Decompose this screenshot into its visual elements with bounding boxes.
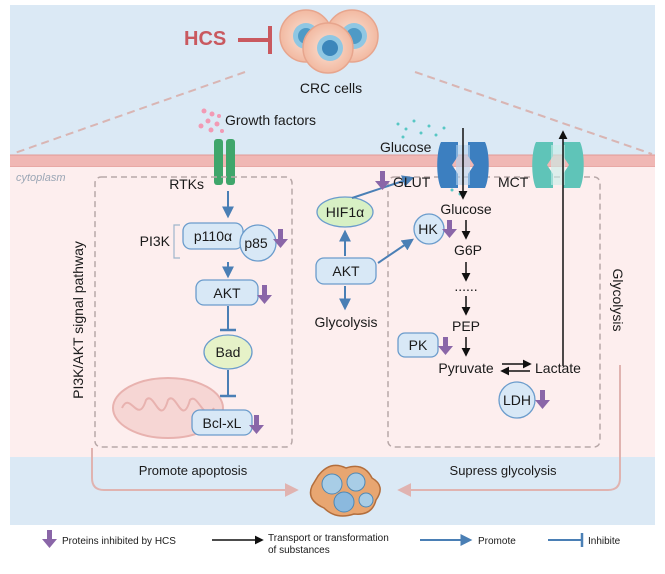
akt-inhibited-icon	[257, 285, 272, 304]
hk-label: HK	[418, 221, 438, 237]
glucose-inside-label: Glucose	[440, 201, 492, 217]
glucose-outside-label: Glucose	[380, 139, 432, 155]
cell-membrane	[10, 155, 655, 167]
g6p-label: G6P	[454, 242, 482, 258]
pi3k-bracket	[173, 224, 180, 259]
inhibit-akt-to-bad	[220, 306, 236, 332]
pep-label: PEP	[452, 318, 480, 334]
pi3k-pathway-box	[94, 176, 293, 448]
akt-label-middle: AKT	[332, 263, 360, 279]
bclxl-inhibited-icon	[249, 415, 264, 434]
cytoplasm-label: cytoplasm	[16, 172, 66, 184]
suppress-glycolysis-label: Supress glycolysis	[450, 463, 557, 478]
glut-inhibited-icon	[375, 171, 390, 190]
hif1a-label: HIF1α	[326, 204, 364, 220]
hcs-inhibit-icon	[238, 26, 272, 54]
legend-inhibit-label: Inhibite	[588, 536, 621, 547]
p85-inhibited-icon	[273, 229, 288, 248]
ldh-inhibited-icon	[535, 390, 550, 409]
p110-label: p110α	[194, 228, 232, 244]
arrow-suppress-glycolysis	[397, 365, 621, 497]
bclxl-node	[191, 409, 253, 436]
dots-label: ......	[454, 278, 477, 294]
pi3k-akt-side-label: PI3K/AKT signal pathway	[70, 241, 86, 399]
glycolysis-pathway-box	[387, 176, 601, 448]
arrow-akt-to-hk	[377, 238, 414, 264]
glut-transporter-icon	[437, 142, 489, 188]
pk-inhibited-icon	[438, 337, 453, 355]
legend-inhibit-icon	[548, 533, 584, 547]
p85-node	[239, 224, 277, 262]
bad-node	[203, 334, 253, 370]
growth-factors-label: Growth factors	[225, 112, 316, 128]
legend-transport-line2: of substances	[268, 545, 330, 556]
bad-label: Bad	[216, 344, 241, 360]
ldh-label: LDH	[503, 392, 531, 408]
p85-label: p85	[244, 235, 268, 251]
arrow-promote-apoptosis	[91, 448, 299, 497]
inhibit-bad-to-bclxl	[220, 370, 236, 398]
legend-transport-line1: Transport or transformation	[268, 533, 389, 544]
glycolysis-side-label: Glycolysis	[610, 268, 626, 331]
promote-apoptosis-label: Promote apoptosis	[139, 463, 248, 478]
legend-promote-label: Promote	[478, 536, 516, 547]
mct-transporter-icon	[532, 142, 584, 188]
hif1a-node	[316, 196, 374, 228]
pk-label: PK	[409, 337, 428, 353]
lactate-label: Lactate	[535, 360, 581, 376]
crc-cells-icon	[279, 9, 379, 74]
crc-cells-label: CRC cells	[300, 80, 362, 96]
akt-label-left: AKT	[213, 285, 241, 301]
hcs-label: HCS	[184, 28, 226, 50]
akt-node-left	[195, 279, 259, 306]
pyruvate-label: Pyruvate	[438, 360, 493, 376]
pyruvate-lactate-equilibrium-icon	[500, 359, 532, 376]
akt-node-middle	[315, 257, 377, 285]
legend-inhibited-label: Proteins inhibited by HCS	[62, 536, 176, 547]
pi3k-label: PI3K	[140, 233, 171, 249]
apoptotic-cell-cluster-icon	[309, 464, 381, 517]
rtks-label: RTKs	[169, 176, 204, 192]
bclxl-label: Bcl-xL	[203, 415, 242, 431]
mct-label: MCT	[498, 174, 529, 190]
glut-label: GLUT	[393, 174, 431, 190]
rtk-receptor-icon	[214, 139, 235, 185]
legend-inhibited-icon	[42, 530, 57, 548]
glycolysis-middle-label: Glycolysis	[314, 314, 377, 330]
hk-inhibited-icon	[442, 220, 457, 238]
pk-node	[397, 332, 439, 358]
growth-factor-particles-icon	[198, 108, 224, 133]
